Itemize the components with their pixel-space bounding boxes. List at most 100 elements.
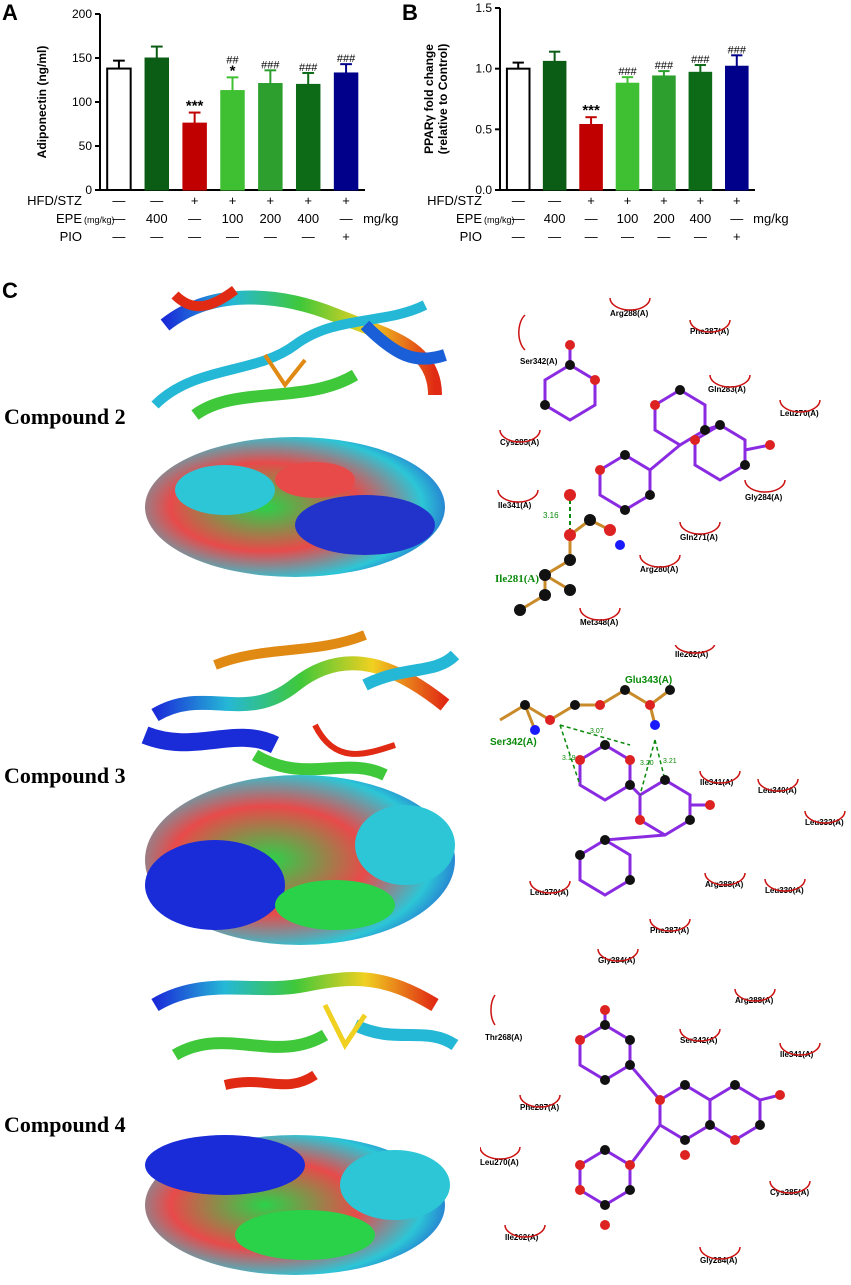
compound-4-surface-image [145, 1135, 450, 1275]
treatment-cell: 400 [297, 211, 319, 226]
residue-label: Leu270(A) [780, 409, 819, 418]
treatment-cell: — [730, 211, 743, 226]
bar [724, 65, 749, 191]
protein-structures [135, 285, 460, 1275]
treatment-cell: — [188, 229, 201, 244]
treatment-cell: + [191, 193, 199, 208]
treatment-row-suffix: mg/kg [753, 211, 788, 226]
hbond-distance: 3.19 [562, 755, 576, 762]
y-axis-label-2: (relative to Control) [436, 44, 450, 155]
compound-4-interaction-diagram: Arg288(A) Thr268(A) Ser342(A) Ile341(A) … [480, 988, 821, 1265]
compound-2-cartoon-image [135, 285, 460, 430]
y-tick-label: 1.0 [475, 62, 492, 76]
residue-label: Ile341(A) [498, 501, 532, 510]
treatment-cell: + [342, 193, 350, 208]
y-axis-label: Adiponectin (ng/ml) [35, 46, 49, 159]
treatment-row-label: PIO [60, 229, 82, 244]
compound-3-label: Compound 3 [4, 763, 126, 788]
compound-3-hbond-residue: Glu343(A) [625, 675, 672, 686]
treatment-row-label: PIO [460, 229, 482, 244]
bar [688, 71, 713, 191]
treatment-cell: + [697, 193, 705, 208]
treatment-cell: — [694, 229, 707, 244]
compound-4-label: Compound 4 [4, 1112, 126, 1137]
treatment-row-label: EPE [56, 211, 82, 226]
panel-letter-c: C [2, 278, 18, 303]
treatment-cell: — [585, 229, 598, 244]
treatment-cell: + [733, 193, 741, 208]
treatment-cell: + [660, 193, 668, 208]
treatment-row-unit: (mg/kg) [484, 215, 515, 225]
treatment-cell: + [733, 229, 741, 244]
compound-2-surface-image [145, 437, 445, 577]
y-tick-label: 50 [79, 139, 93, 153]
treatment-cell: + [304, 193, 312, 208]
treatment-cell: — [512, 229, 525, 244]
panel-letter-b: B [402, 0, 418, 25]
significance-hash: ### [728, 44, 747, 56]
treatment-cell: 400 [544, 211, 566, 226]
treatment-cell: — [548, 193, 561, 208]
treatment-cell: — [657, 229, 670, 244]
treatment-cell: — [226, 229, 239, 244]
compound-2-interaction-diagram: 3.16 Ile281(A) Arg288(A) Phe287(A) Ser34… [495, 297, 821, 627]
residue-label: Ser342(A) [520, 357, 558, 366]
treatment-cell: 100 [617, 211, 639, 226]
residue-label: Thr268(A) [485, 1033, 523, 1042]
treatment-cell: 100 [222, 211, 244, 226]
compound-2-hbond-distance: 3.16 [543, 511, 559, 520]
treatment-cell: — [150, 193, 163, 208]
bar [295, 83, 321, 191]
residue-label: Ile262(A) [675, 650, 709, 659]
treatment-row-label: EPE [456, 211, 482, 226]
treatment-cell: — [340, 211, 353, 226]
significance-hash: ### [691, 54, 710, 66]
y-tick-label: 0.5 [475, 122, 492, 136]
bar [579, 123, 603, 191]
residue-label: Gln271(A) [680, 533, 718, 542]
treatment-cell: + [229, 193, 237, 208]
y-axis-label: PPARγ fold change [422, 44, 436, 154]
treatment-row-unit: (mg/kg) [84, 215, 115, 225]
bar [542, 60, 567, 191]
y-tick-label: 100 [72, 95, 92, 109]
bar [182, 122, 207, 191]
treatment-cell: 400 [690, 211, 712, 226]
treatment-cell: — [512, 211, 525, 226]
treatment-cell: — [150, 229, 163, 244]
treatment-cell: — [512, 193, 525, 208]
bar [652, 75, 676, 191]
compound-2-label: Compound 2 [4, 404, 126, 429]
panel-letter-a: A [2, 0, 18, 25]
treatment-cell: 200 [260, 211, 282, 226]
y-tick-label: 200 [72, 7, 92, 21]
bar [144, 57, 170, 191]
residue-label: Gln283(A) [708, 385, 746, 394]
significance-hash: ### [337, 53, 356, 65]
residue-label: Leu270(A) [480, 1158, 519, 1167]
residue-label: Arg288(A) [610, 309, 649, 318]
bar [258, 83, 283, 191]
treatment-cell: 200 [653, 211, 675, 226]
residue-label: Gly284(A) [700, 1256, 738, 1265]
compound-3-interaction-diagram: 3.07 3.19 3.20 3.21 Glu343(A) Ser342(A) … [490, 645, 846, 965]
compound-3-cartoon-image [141, 630, 460, 781]
significance-hash: ### [299, 62, 318, 74]
bar [220, 90, 245, 191]
compound-3-hbond-residue: Ser342(A) [490, 737, 537, 748]
residue-label: Arg280(A) [640, 565, 679, 574]
significance-hash: ### [618, 66, 637, 78]
treatment-cell: — [112, 211, 125, 226]
bar [106, 67, 132, 191]
treatment-cell: — [112, 229, 125, 244]
treatment-cell: + [267, 193, 275, 208]
residue-label: Met348(A) [580, 618, 619, 627]
significance-hash: ## [226, 54, 239, 66]
treatment-row-label: HFD/STZ [27, 193, 82, 208]
significance-hash: ### [655, 60, 674, 72]
treatment-cell: + [587, 193, 595, 208]
treatment-cell: — [112, 193, 125, 208]
y-tick-label: 1.5 [475, 1, 492, 15]
compound-2-hbond-residue: Ile281(A) [495, 573, 539, 585]
